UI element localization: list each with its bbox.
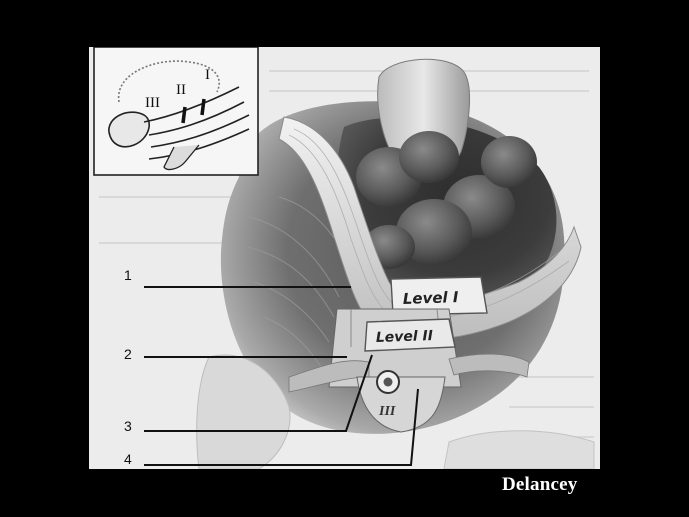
inset-label-1: I	[205, 67, 210, 83]
level2-label: Level II	[376, 328, 434, 346]
anatomy-illustration: I II III Level I Level II III 1 2 3 4	[89, 47, 600, 469]
level3-label: III	[378, 404, 396, 419]
inset-diagram: I II III	[94, 47, 258, 175]
author-credit: Delancey	[502, 474, 577, 496]
inset-label-2: II	[176, 82, 186, 98]
callout-4: 4	[124, 451, 132, 467]
callout-1: 1	[124, 267, 132, 283]
callout-3: 3	[124, 418, 132, 434]
callout-2: 2	[124, 346, 132, 362]
inset-label-3: III	[145, 95, 160, 111]
level1-label: Level I	[403, 288, 460, 308]
anatomy-drawing: I II III Level I Level II III 1 2 3 4	[89, 47, 600, 469]
